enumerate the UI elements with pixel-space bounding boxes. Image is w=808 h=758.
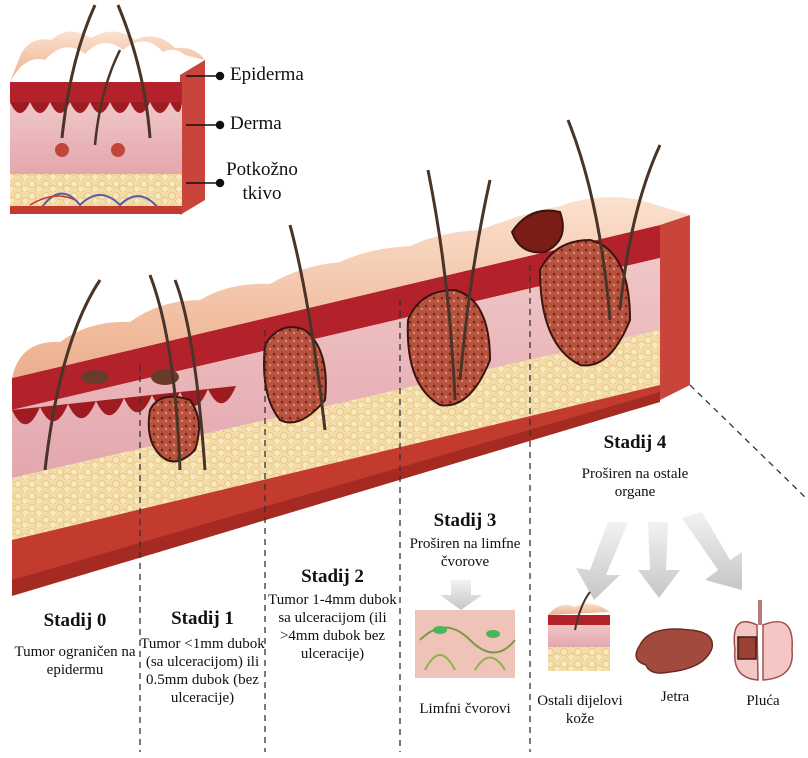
stage-4: Stadij 4 Proširen na ostale organe (560, 432, 710, 501)
lungs-illustration (734, 600, 792, 680)
liver-illustration (636, 629, 712, 673)
legend-label-epidermis: Epiderma (230, 64, 304, 86)
legend-skin-block (10, 5, 205, 215)
stage-1-title: Stadij 1 (140, 608, 265, 631)
organ-label-liver: Jetra (640, 688, 710, 706)
stage-3-title: Stadij 3 (400, 510, 530, 533)
stage-4-title: Stadij 4 (560, 432, 710, 455)
lymph-node-illustration (415, 610, 515, 678)
stage-1-desc: Tumor <1mm dubok (sa ulceracijom) ili 0.… (140, 635, 265, 707)
stage-0: Stadij 0 Tumor ograničen na epidermu (10, 610, 140, 679)
stage-2-desc: Tumor 1-4mm dubok sa ulceracijom (ili >4… (265, 591, 400, 663)
organ-label-other-skin: Ostali dijelovi kože (530, 692, 630, 728)
stage-2: Stadij 2 Tumor 1-4mm dubok sa ulceracijo… (265, 566, 400, 663)
stage-3-desc: Proširen na limfne čvorove (400, 535, 530, 571)
spread-arrows (576, 512, 742, 600)
organ-label-lungs: Pluća (728, 692, 798, 710)
stage-0-desc: Tumor ograničen na epidermu (10, 643, 140, 679)
stage-0-title: Stadij 0 (10, 610, 140, 633)
stage-2-title: Stadij 2 (265, 566, 400, 589)
organ-label-lymph-nodes: Limfni čvorovi (400, 700, 530, 718)
arrow-to-lymph (440, 580, 482, 610)
stage-1: Stadij 1 Tumor <1mm dubok (sa ulceracijo… (140, 608, 265, 707)
other-skin-illustration (548, 592, 610, 671)
stage-4-desc: Proširen na ostale organe (560, 465, 710, 501)
legend-label-dermis: Derma (230, 113, 282, 135)
stage-3: Stadij 3 Proširen na limfne čvorove (400, 510, 530, 571)
legend-label-subcutis: Potkožno tkivo (226, 158, 298, 206)
